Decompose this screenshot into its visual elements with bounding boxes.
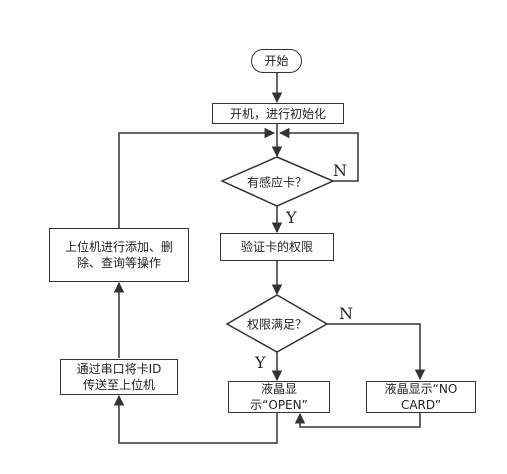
show-no-card-process: 液晶显示“NO CARD” <box>366 381 476 413</box>
init-label: 开机，进行初始化 <box>229 106 326 121</box>
pc-ops-label: 上位机进行添加、删除、查询等操作 <box>64 240 173 270</box>
arrow-nocard-to-open <box>294 412 421 428</box>
decision-card-diamond <box>220 156 335 207</box>
pc-ops-process: 上位机进行添加、删除、查询等操作 <box>49 228 189 282</box>
perm-question-label: 权限满足？ <box>246 317 308 332</box>
perm-yes-label: Y <box>255 353 266 372</box>
verify-label: 验证卡的权限 <box>240 240 313 254</box>
arrow-open-to-send-id <box>113 394 278 444</box>
start-label: 开始 <box>264 54 289 68</box>
arrow-perm-no-to-nocard <box>327 323 426 381</box>
send-id-process: 通过串口将卡ID传送至上位机 <box>60 359 178 395</box>
card-question-label: 有感应卡？ <box>246 175 308 190</box>
card-yes-label: Y <box>286 208 297 227</box>
show-no-card-label: 液晶显示“NO CARD” <box>384 382 458 412</box>
start-node: 开始 <box>251 49 302 73</box>
perm-no-label: N <box>339 304 353 323</box>
arrow-card-no-loop <box>278 127 359 182</box>
card-no-label: N <box>333 161 347 180</box>
decision-perm-diamond <box>225 294 329 353</box>
show-open-label: 液晶显示“OPEN” <box>250 382 308 412</box>
init-process: 开机，进行初始化 <box>212 103 344 124</box>
verify-process: 验证卡的权限 <box>220 233 334 261</box>
arrow-pc-ops-to-merge <box>118 127 276 228</box>
send-id-label: 通过串口将卡ID传送至上位机 <box>76 362 162 392</box>
show-open-process: 液晶显示“OPEN” <box>228 381 330 413</box>
